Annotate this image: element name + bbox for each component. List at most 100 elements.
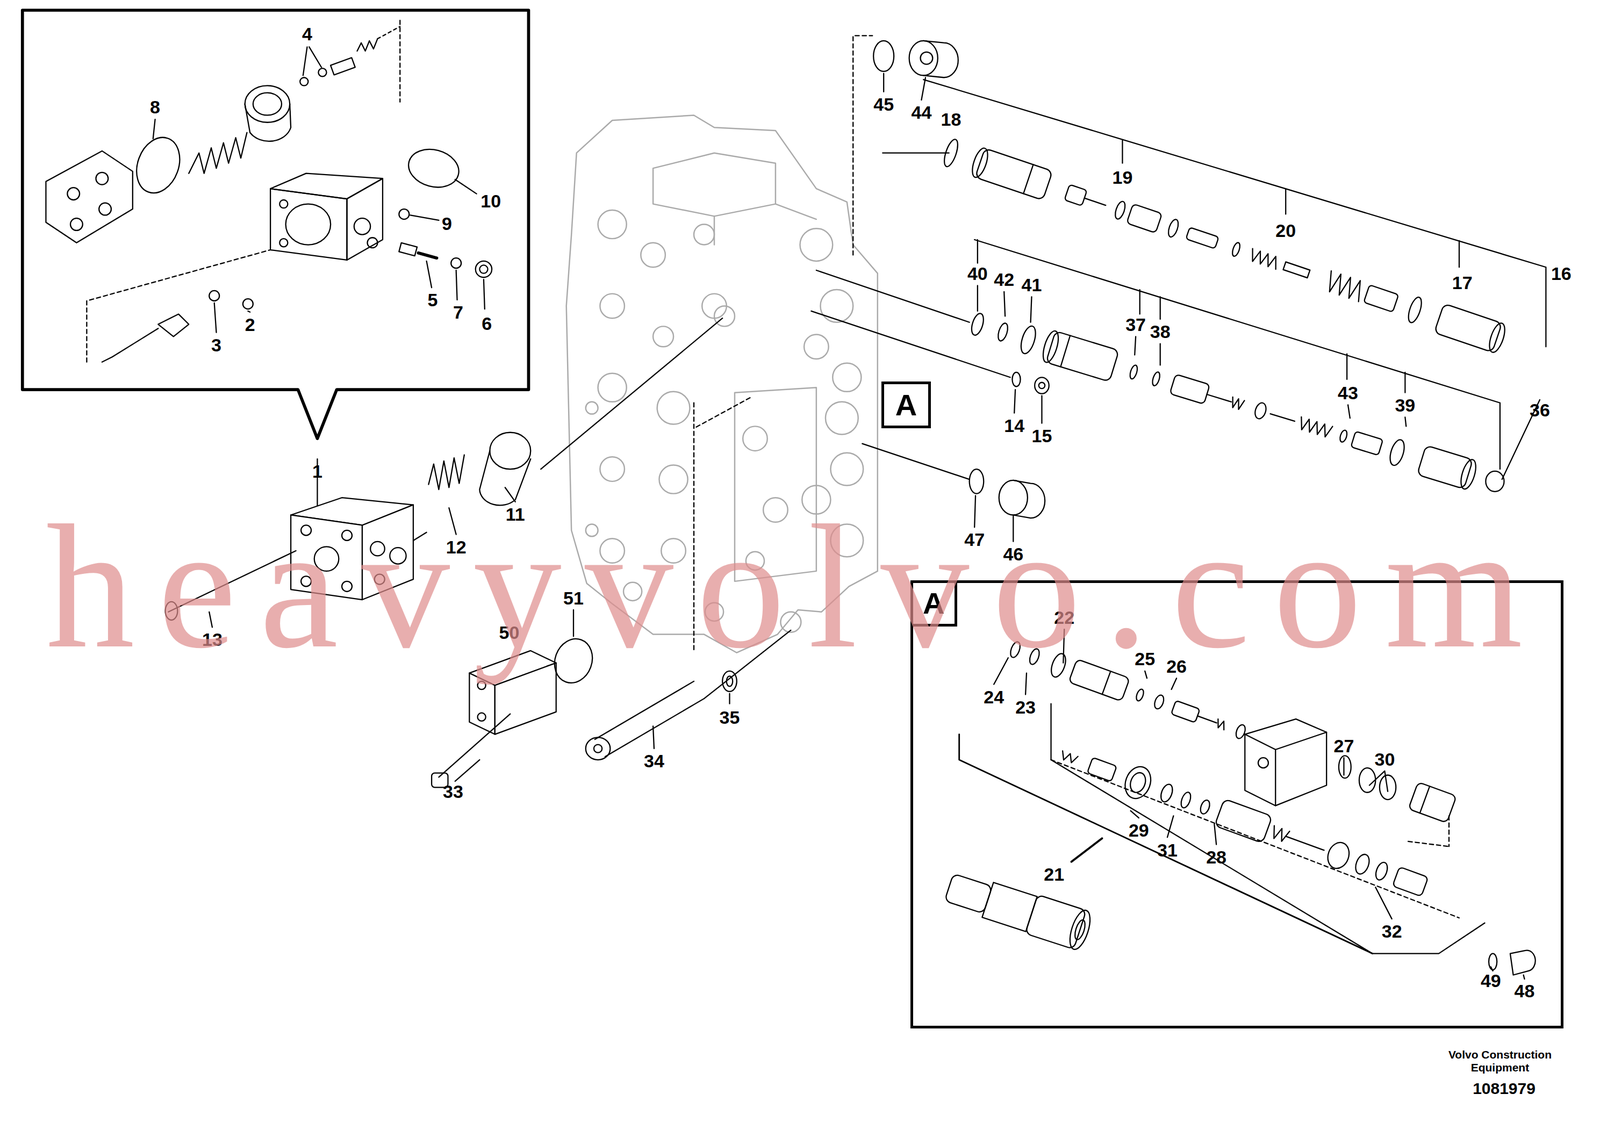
drawing-line bbox=[1285, 836, 1324, 851]
drawing-line bbox=[996, 321, 1010, 342]
drawing-line bbox=[67, 187, 80, 200]
main-left-parts bbox=[165, 318, 792, 788]
drawing-line bbox=[330, 57, 356, 75]
drawing-line bbox=[489, 432, 531, 470]
drawing-line bbox=[572, 610, 575, 637]
drawing-line bbox=[653, 726, 655, 749]
drawing-line bbox=[1486, 321, 1509, 355]
drawing-line bbox=[209, 290, 220, 301]
drawing-line bbox=[1488, 953, 1497, 971]
drawing-line bbox=[45, 151, 133, 243]
drawing-line bbox=[1350, 431, 1383, 456]
drawing-line bbox=[1152, 693, 1166, 710]
drawing-line bbox=[354, 218, 371, 235]
drawing-line bbox=[1244, 719, 1327, 806]
drawing-line bbox=[941, 137, 1508, 355]
drawing-line bbox=[1023, 164, 1033, 194]
drawing-line bbox=[455, 759, 480, 782]
drawing-line bbox=[102, 328, 159, 363]
drawing-line bbox=[1158, 783, 1175, 805]
drawing-line bbox=[1048, 651, 1069, 680]
callout-number: 12 bbox=[446, 537, 467, 557]
drawing-line bbox=[548, 633, 599, 689]
drawing-line bbox=[128, 131, 188, 200]
drawing-line bbox=[599, 538, 625, 564]
drawing-line bbox=[1270, 826, 1290, 844]
drawing-line bbox=[801, 485, 831, 514]
callout-number: 41 bbox=[1021, 275, 1043, 294]
callout-number: 29 bbox=[1128, 821, 1150, 840]
drawing-line bbox=[969, 469, 985, 494]
callout-number: 18 bbox=[941, 110, 962, 129]
drawing-line bbox=[1434, 303, 1503, 353]
inset-a-parts bbox=[942, 629, 1536, 980]
callout-number: 24 bbox=[983, 687, 1004, 707]
drawing-line bbox=[300, 576, 312, 587]
callout-number: 13 bbox=[202, 630, 223, 649]
callout-number: 20 bbox=[1275, 221, 1296, 240]
drawing-line bbox=[585, 737, 611, 760]
drawing-line bbox=[832, 363, 862, 392]
drawing-line bbox=[585, 524, 599, 537]
drawing-line bbox=[477, 681, 486, 690]
drawing-line bbox=[763, 497, 788, 523]
drawing-line bbox=[1230, 241, 1241, 258]
drawing-line bbox=[999, 480, 1028, 516]
drawing-line bbox=[1179, 791, 1193, 810]
watermark: heavyvolvo.com bbox=[45, 498, 1546, 676]
callout-number: 2 bbox=[245, 315, 256, 334]
drawing-line bbox=[969, 312, 986, 337]
drawing-line bbox=[1207, 394, 1232, 403]
drawing-line bbox=[1392, 866, 1429, 897]
drawing-line bbox=[188, 132, 247, 174]
drawing-line bbox=[1072, 919, 1087, 942]
drawing-line bbox=[599, 293, 625, 319]
drawing-line bbox=[941, 137, 961, 168]
drawing-line bbox=[469, 673, 495, 735]
drawing-line bbox=[1064, 184, 1087, 206]
detail-marker: A bbox=[881, 381, 931, 429]
drawing-line bbox=[270, 188, 347, 261]
drawing-line bbox=[1458, 457, 1479, 491]
drawing-line bbox=[585, 402, 599, 415]
drawing-line bbox=[374, 574, 385, 585]
callout-number: 4 bbox=[302, 24, 313, 43]
drawing-line bbox=[1151, 371, 1162, 387]
drawing-line bbox=[1408, 815, 1449, 847]
drawing-line bbox=[1324, 839, 1353, 872]
drawing-line bbox=[734, 387, 817, 582]
drawing-line bbox=[657, 391, 691, 425]
drawing-line bbox=[1248, 248, 1280, 270]
drawing-line bbox=[909, 40, 938, 76]
callout-number: 19 bbox=[1112, 168, 1133, 187]
drawing-line bbox=[800, 228, 834, 262]
callout-number: 15 bbox=[1031, 426, 1053, 446]
drawing-line bbox=[300, 525, 312, 536]
drawing-line bbox=[413, 318, 723, 541]
drawing-line bbox=[1405, 295, 1425, 325]
drawing-line bbox=[599, 456, 625, 482]
drawing-line bbox=[714, 305, 735, 327]
drawing-line bbox=[816, 270, 970, 323]
drawing-line bbox=[705, 603, 724, 622]
drawing-line bbox=[479, 450, 531, 506]
inset-parts bbox=[45, 20, 492, 363]
drawing-line bbox=[1087, 757, 1117, 782]
drawing-line bbox=[279, 238, 288, 247]
drawing-line bbox=[1198, 799, 1211, 816]
valve-body bbox=[566, 115, 878, 653]
callout-number: 46 bbox=[1002, 544, 1024, 564]
drawing-line bbox=[1120, 763, 1155, 803]
drawing-line bbox=[923, 40, 959, 78]
drawing-line bbox=[693, 224, 715, 246]
drawing-number: 1081979 bbox=[1472, 1080, 1536, 1097]
callout-number: 45 bbox=[873, 95, 894, 114]
drawing-line bbox=[942, 867, 1095, 952]
callout-number: 36 bbox=[1529, 400, 1551, 420]
drawing-line bbox=[1126, 203, 1162, 233]
drawing-line bbox=[820, 289, 853, 323]
drawing-line bbox=[153, 46, 485, 333]
drawing-line bbox=[882, 152, 949, 154]
drawing-line bbox=[1059, 750, 1079, 765]
